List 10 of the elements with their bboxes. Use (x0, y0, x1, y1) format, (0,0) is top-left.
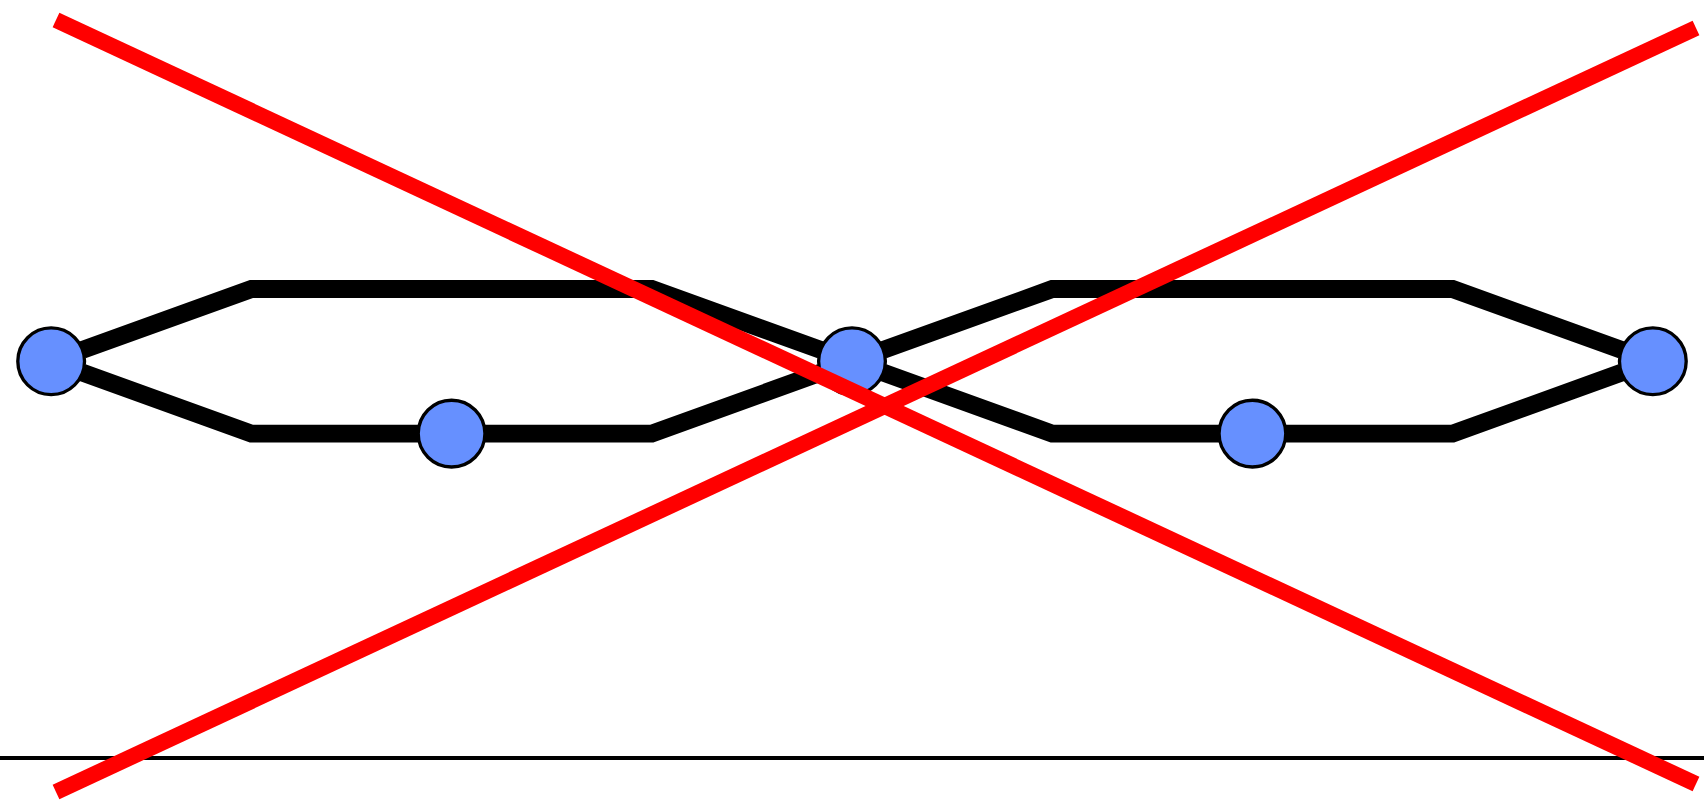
circle-node (816, 326, 888, 397)
connector-line (880, 280, 1625, 359)
circle-node (416, 398, 487, 469)
connector-line (79, 364, 419, 443)
connector-line (79, 280, 824, 359)
connector-line (1285, 364, 1625, 443)
circle-node (1217, 398, 1288, 469)
circle-node (16, 326, 87, 397)
circle-node (1617, 326, 1688, 397)
connector-line (880, 364, 1220, 443)
